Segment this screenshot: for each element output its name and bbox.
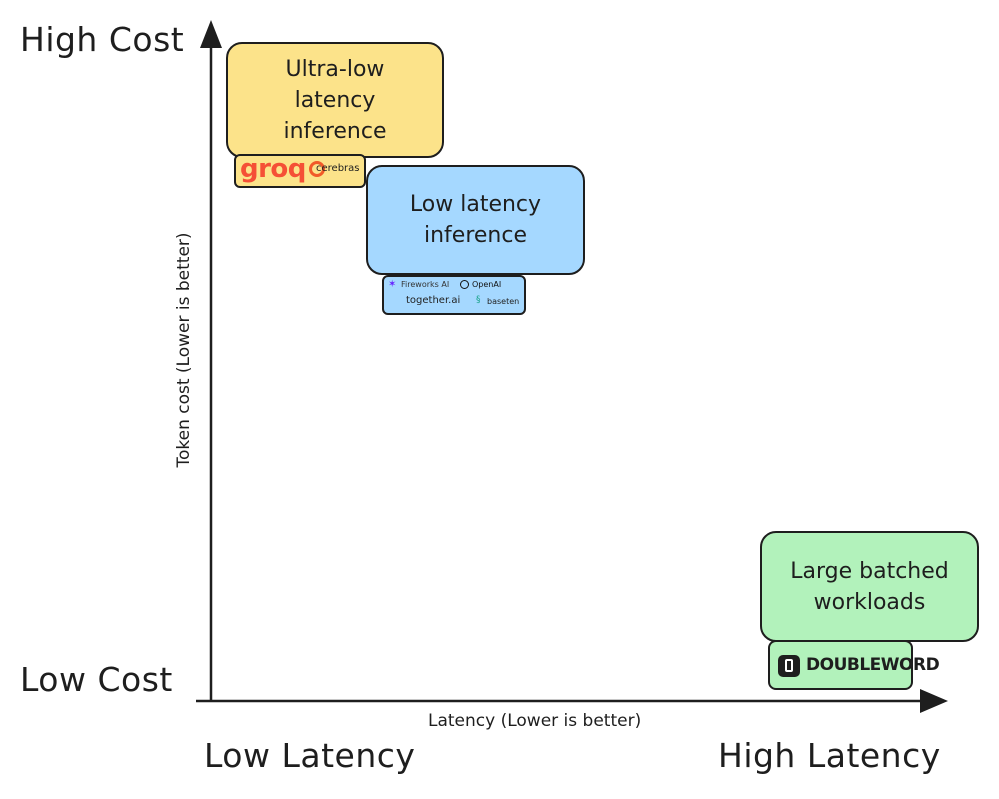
together-logo: together.ai — [406, 295, 461, 306]
ultra-low-line-3: inference — [283, 118, 387, 144]
openai-logo: OpenAI — [472, 280, 502, 289]
batched-logo-strip: DOUBLEWORD — [768, 640, 940, 690]
ultra-low-logo-strip: groq cerebras — [234, 154, 366, 188]
batched-line-1: Large batched — [790, 558, 949, 584]
baseten-icon: § — [476, 295, 481, 305]
x-axis-title: Latency (Lower is better) — [428, 711, 642, 731]
fireworks-icon: ✶ — [388, 279, 397, 290]
ultra-low-latency-box: Ultra-low latency inference — [226, 42, 444, 158]
doubleword-icon — [778, 655, 800, 677]
cerebras-icon — [309, 161, 325, 177]
batched-line-2: workloads — [813, 589, 926, 615]
fireworks-logo: Fireworks AI — [401, 280, 450, 289]
low-latency-box: Low latency inference — [366, 165, 585, 275]
low-latency-line-1: Low latency — [409, 192, 542, 217]
ultra-low-line-2: latency — [294, 87, 376, 113]
x-axis-arrowhead — [920, 689, 948, 713]
high-cost-label: High Cost — [20, 20, 185, 59]
y-axis-title: Token cost (Lower is better) — [174, 232, 194, 468]
large-batched-box: Large batched workloads — [760, 531, 979, 642]
low-cost-label: Low Cost — [20, 660, 173, 699]
ultra-low-line-1: Ultra-low — [285, 56, 385, 82]
low-latency-label: Low Latency — [204, 736, 416, 775]
groq-logo: groq — [240, 154, 306, 184]
low-latency-line-2: inference — [423, 223, 527, 248]
y-axis-arrowhead — [200, 20, 222, 48]
openai-icon — [460, 280, 469, 289]
doubleword-logo: DOUBLEWORD — [806, 655, 940, 675]
baseten-logo: baseten — [487, 297, 520, 306]
cerebras-logo: cerebras — [316, 163, 360, 174]
low-latency-logo-strip: ✶ Fireworks AI OpenAI together.ai § base… — [382, 275, 526, 315]
high-latency-label: High Latency — [718, 736, 941, 775]
